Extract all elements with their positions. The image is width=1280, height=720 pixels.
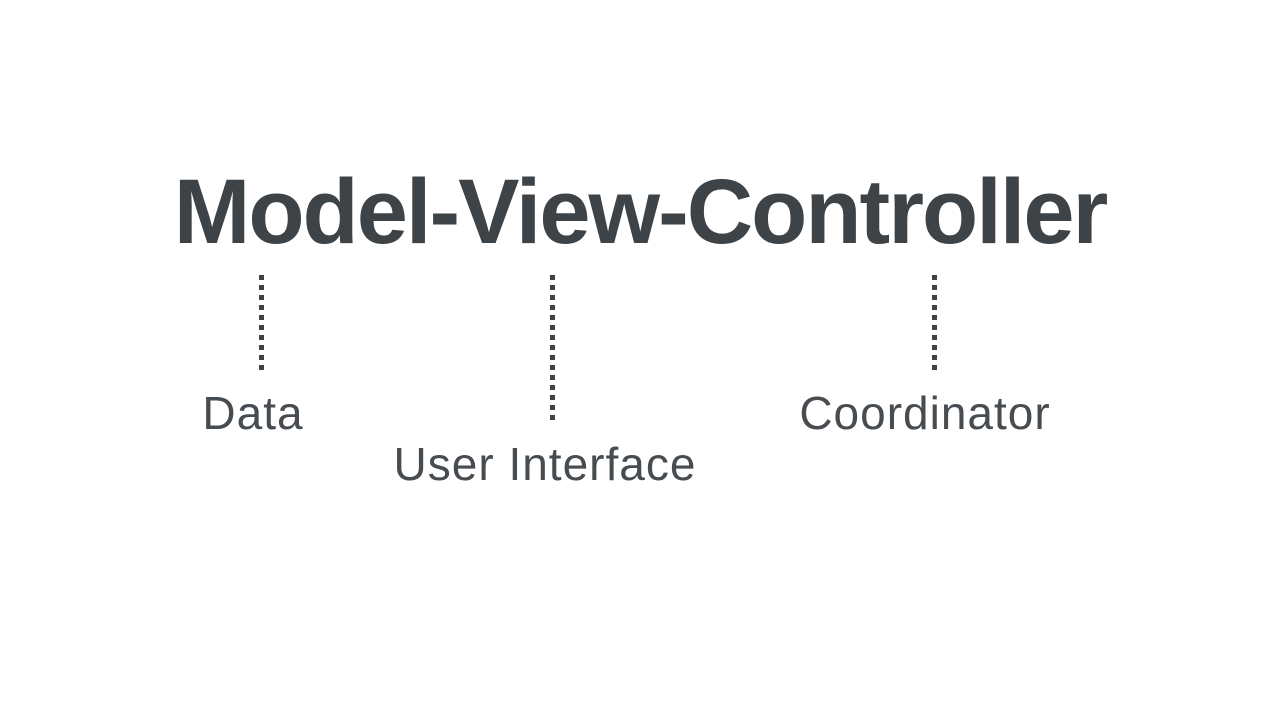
annotation-label-view: User Interface xyxy=(393,438,697,490)
dotted-connector-view xyxy=(550,275,555,420)
annotation-label-controller: Coordinator xyxy=(799,387,1051,439)
dotted-connector-controller xyxy=(932,275,937,370)
annotation-label-model: Data xyxy=(202,387,304,439)
dotted-connector-model xyxy=(259,275,264,370)
page-title: Model-View-Controller xyxy=(173,161,1109,263)
